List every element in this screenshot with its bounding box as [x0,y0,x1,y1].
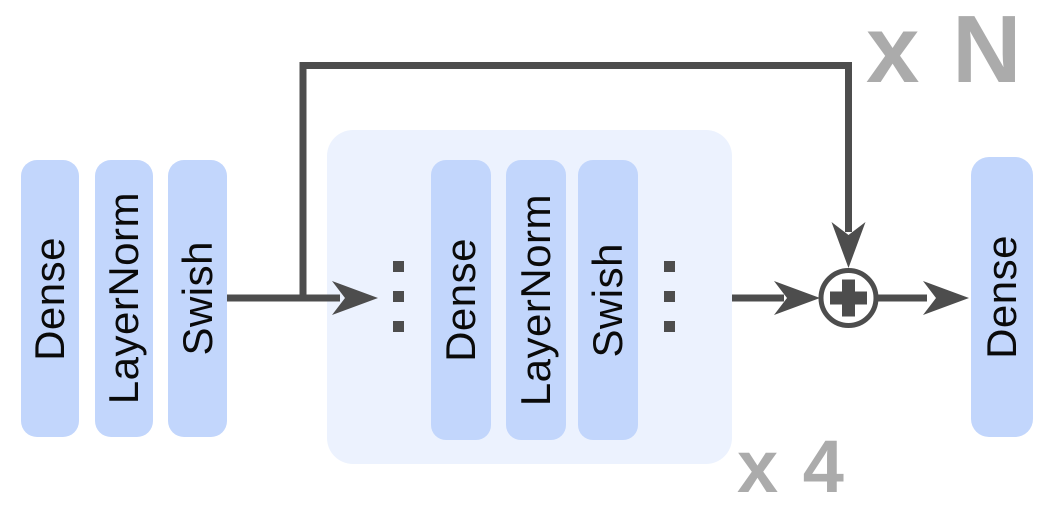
block-swish-inner: Swish [578,160,638,440]
block-layernorm-input: LayerNorm [95,160,153,437]
repeat-4-label: x 4 [737,425,846,505]
plus-circle-icon [818,268,879,328]
block-label: Dense [437,238,484,362]
block-label: Dense [26,236,73,361]
block-label: Swish [173,241,221,356]
block-label: Dense [978,235,1025,359]
repeat-n-label: x N [866,0,1025,103]
vertical-ellipsis-icon [393,261,404,332]
block-dense-output: Dense [971,157,1033,437]
block-label: Swish [584,242,631,358]
block-dense-inner: Dense [431,160,491,440]
block-layernorm-inner: LayerNorm [506,160,566,440]
block-dense-input: Dense [21,160,79,437]
block-swish-input: Swish [168,160,227,437]
vertical-ellipsis-icon [664,261,675,332]
output-arrow [876,281,969,315]
container-output-arrow [732,281,820,315]
block-label: LayerNorm [512,193,559,407]
block-label: LayerNorm [100,192,147,405]
